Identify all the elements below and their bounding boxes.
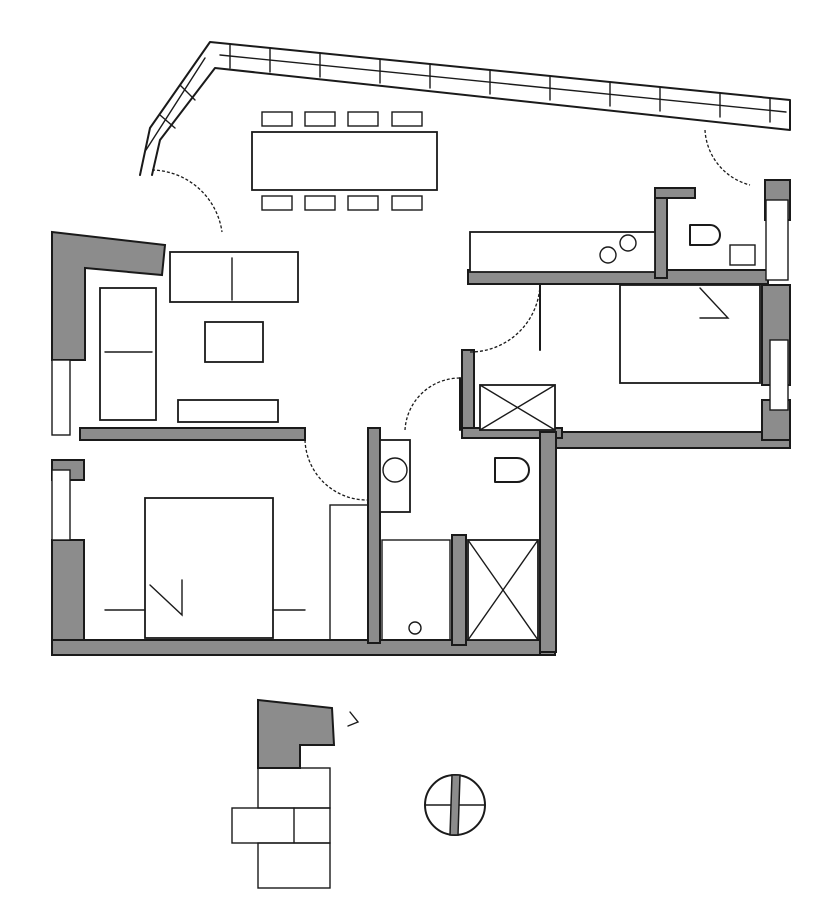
tv-console — [177, 399, 279, 423]
wardrobe — [329, 504, 369, 641]
window-wall-north — [139, 41, 791, 176]
double-bed — [104, 497, 306, 639]
wc-upper — [689, 224, 756, 266]
compass-icon — [424, 774, 486, 836]
storage-box — [479, 384, 556, 431]
coffee-table — [204, 321, 264, 363]
dining-table — [251, 111, 438, 211]
sofa — [99, 251, 299, 421]
single-bed-upper — [619, 284, 761, 384]
kitchen-counter — [469, 231, 656, 273]
location-key-plan — [231, 698, 360, 889]
bathroom — [379, 439, 539, 641]
door-swings — [151, 129, 751, 501]
side-windows — [51, 199, 789, 541]
